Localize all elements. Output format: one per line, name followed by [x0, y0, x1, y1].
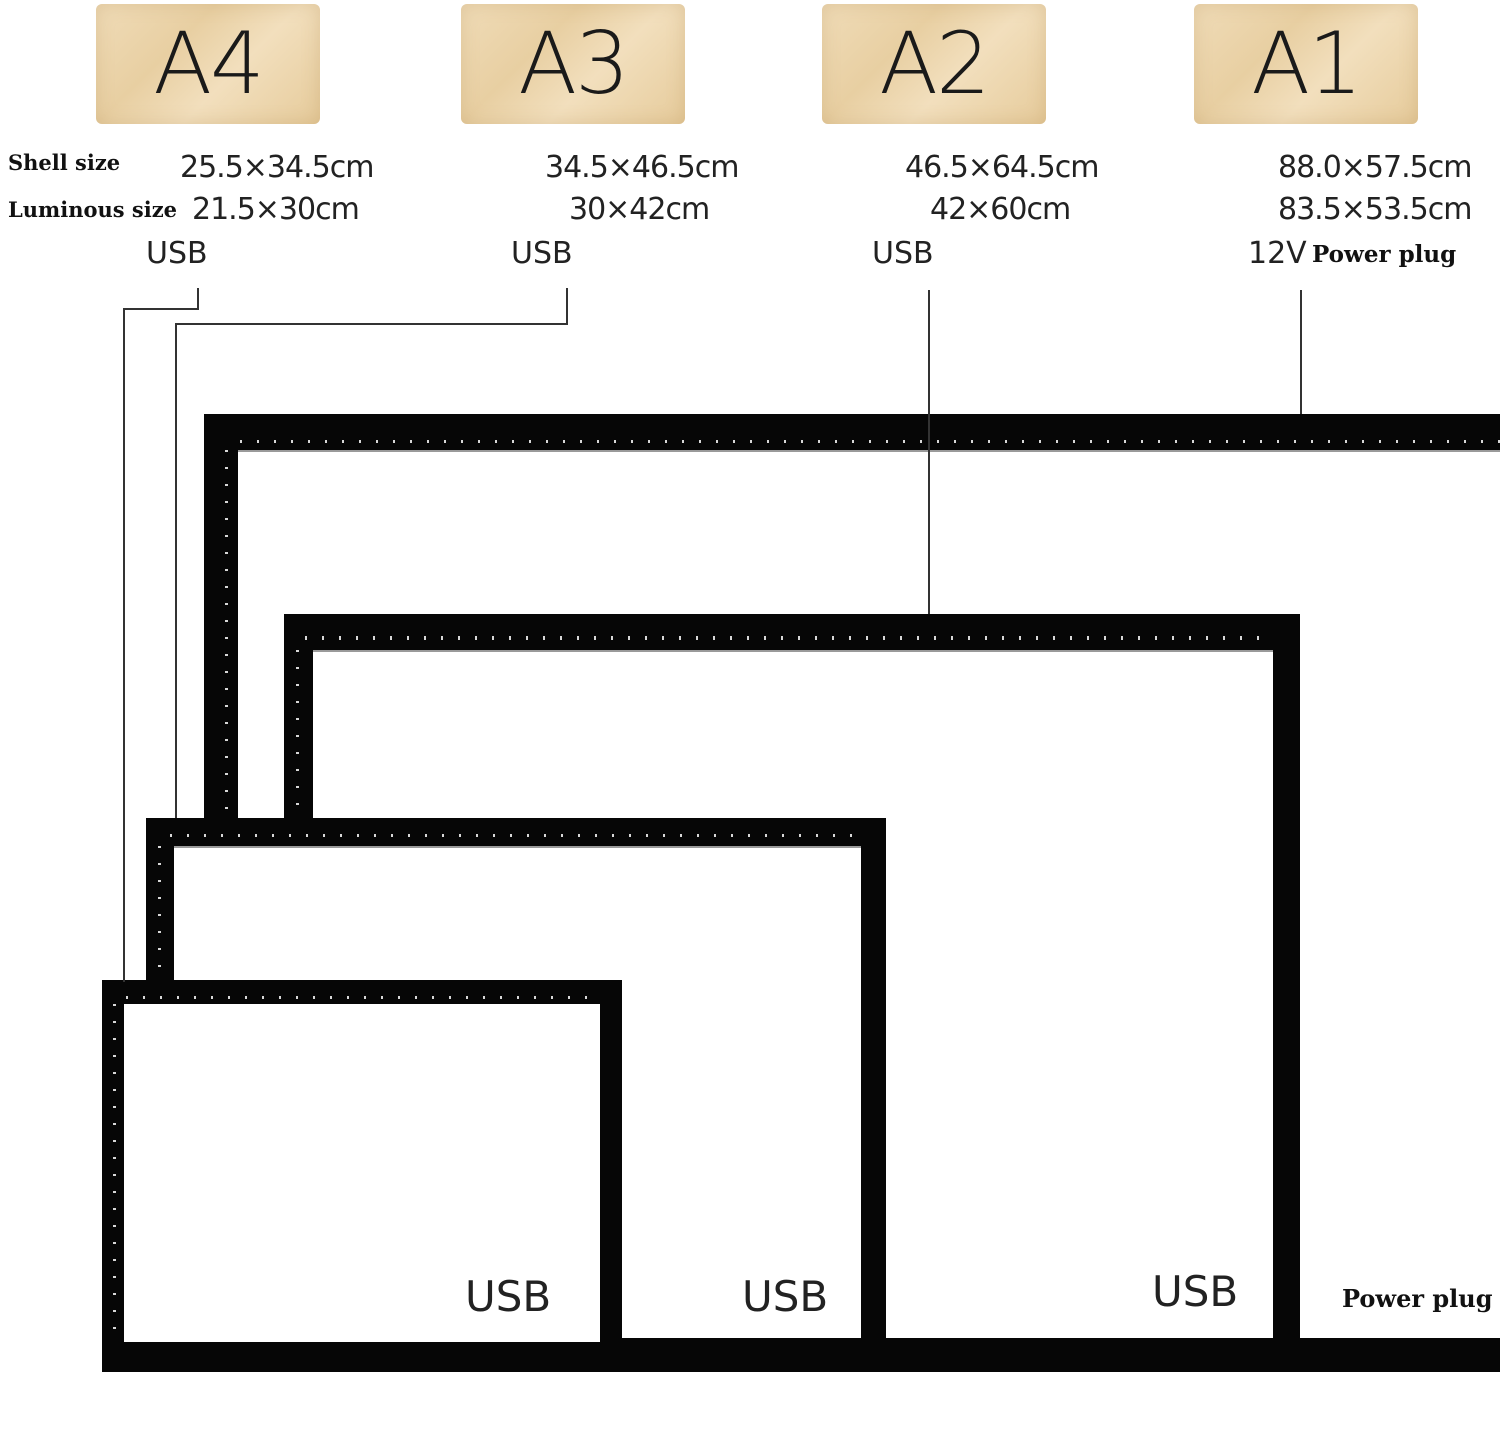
leader-a3	[175, 288, 568, 818]
shell-size-a2: 46.5×64.5cm	[905, 150, 1099, 185]
shell-size-label: Shell size	[8, 150, 121, 175]
luminous-size-a1: 83.5×53.5cm	[1278, 192, 1472, 227]
a3-port-label: USB	[742, 1272, 829, 1321]
luminous-size-a4: 21.5×30cm	[192, 192, 360, 227]
size-tile-a1: A1	[1194, 4, 1418, 124]
shell-size-a1: 88.0×57.5cm	[1278, 150, 1472, 185]
shell-size-a4: 25.5×34.5cm	[180, 150, 374, 185]
size-name-a3: A3	[518, 14, 630, 114]
size-tile-a4: A4	[96, 4, 320, 124]
size-name-a2: A2	[879, 14, 991, 114]
shell-size-a3: 34.5×46.5cm	[545, 150, 739, 185]
size-tile-a2: A2	[822, 4, 1046, 124]
size-tile-a3: A3	[461, 4, 685, 124]
size-name-a1: A1	[1251, 14, 1363, 114]
a4-port-label: USB	[465, 1272, 552, 1321]
a2-port-label: USB	[1152, 1267, 1239, 1316]
a1-port-label: Power plug	[1342, 1284, 1493, 1313]
luminous-size-a3: 30×42cm	[569, 192, 710, 227]
luminous-size-a2: 42×60cm	[930, 192, 1071, 227]
a4-screen	[124, 1004, 600, 1342]
connector-a2: USB	[872, 236, 934, 271]
size-name-a4: A4	[153, 14, 265, 114]
luminous-size-label: Luminous size	[8, 197, 177, 222]
connector-voltage-a1: 12V	[1248, 236, 1307, 271]
leader-a4	[123, 288, 199, 982]
connector-a1: Power plug	[1312, 241, 1457, 268]
connector-a3: USB	[511, 236, 573, 271]
connector-a4: USB	[146, 236, 208, 271]
